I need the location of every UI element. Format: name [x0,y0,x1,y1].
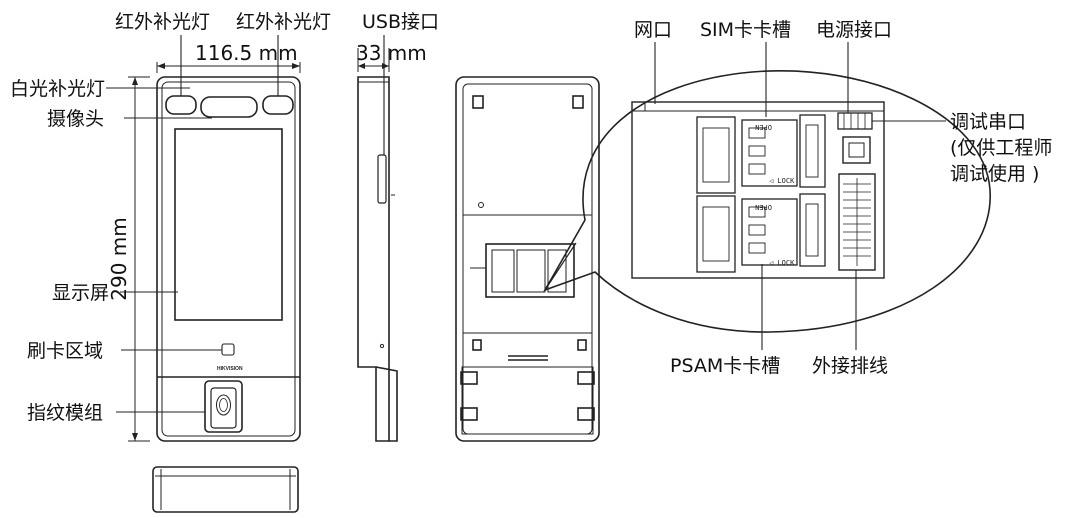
external-cable-label: 外接排线 [812,355,888,377]
debug-serial-label-line1: 调试串口 [950,111,1026,133]
display-label: 显示屏 [52,282,109,304]
depth-dimension: 33 mm [356,41,427,65]
psam-slot-label: PSAM卡卡槽 [670,355,780,377]
debug-serial-label-line3: 调试使用 ) [950,163,1039,185]
ir-light-label-right: 红外补光灯 [236,11,331,33]
card-area-label: 刷卡区域 [27,340,103,362]
usb-port [377,154,387,204]
fingerprint-module [204,380,243,433]
sim-lock-mark: ◁ LOCK [768,177,795,185]
fingerprint-label: 指纹模组 [27,402,103,424]
usb-port-label: USB接口 [362,11,439,33]
bottom-view [152,466,299,513]
front-brand-logo: HIKVISION [217,366,243,372]
back-body [455,76,600,442]
network-port-label: 网口 [634,19,672,41]
front-bezel [161,81,296,437]
side-body [357,76,390,442]
camera-module [200,96,258,118]
front-body [156,76,301,442]
zoom-bubble [543,70,991,333]
leader-lines [106,35,946,413]
ir-light-lamp-right [262,95,294,115]
sim-slot-label: SIM卡卡槽 [700,19,791,41]
sim-open-mark: OPEN [755,123,772,131]
debug-serial-label-line2: (仅供工程师 [950,137,1052,159]
power-connector [842,136,871,164]
card-reader-mark [221,343,235,356]
front-view [128,62,301,442]
camera-label: 摄像头 [47,108,104,130]
ir-light-label-left: 红外补光灯 [115,11,210,33]
power-port-label: 电源接口 [816,19,892,41]
sim-card-slot [696,114,826,194]
internal-board [631,101,885,279]
display-screen [174,128,283,321]
detail-bubble [543,70,991,333]
external-cable-connector [838,173,876,271]
width-dimension: 116.5 mm [195,41,298,65]
back-card-area [485,243,575,298]
height-dimension: 290 mm [107,217,131,301]
back-view [455,76,600,442]
psam-lock-mark: ◁ LOCK [768,259,795,267]
dimension-arrows [132,63,389,441]
white-light-lamp [165,95,197,115]
psam-card-slot [696,193,826,273]
debug-serial-header [837,112,873,130]
white-light-label: 白光补光灯 [10,78,105,100]
psam-open-mark: OPEN [755,203,772,211]
side-view [357,48,398,442]
